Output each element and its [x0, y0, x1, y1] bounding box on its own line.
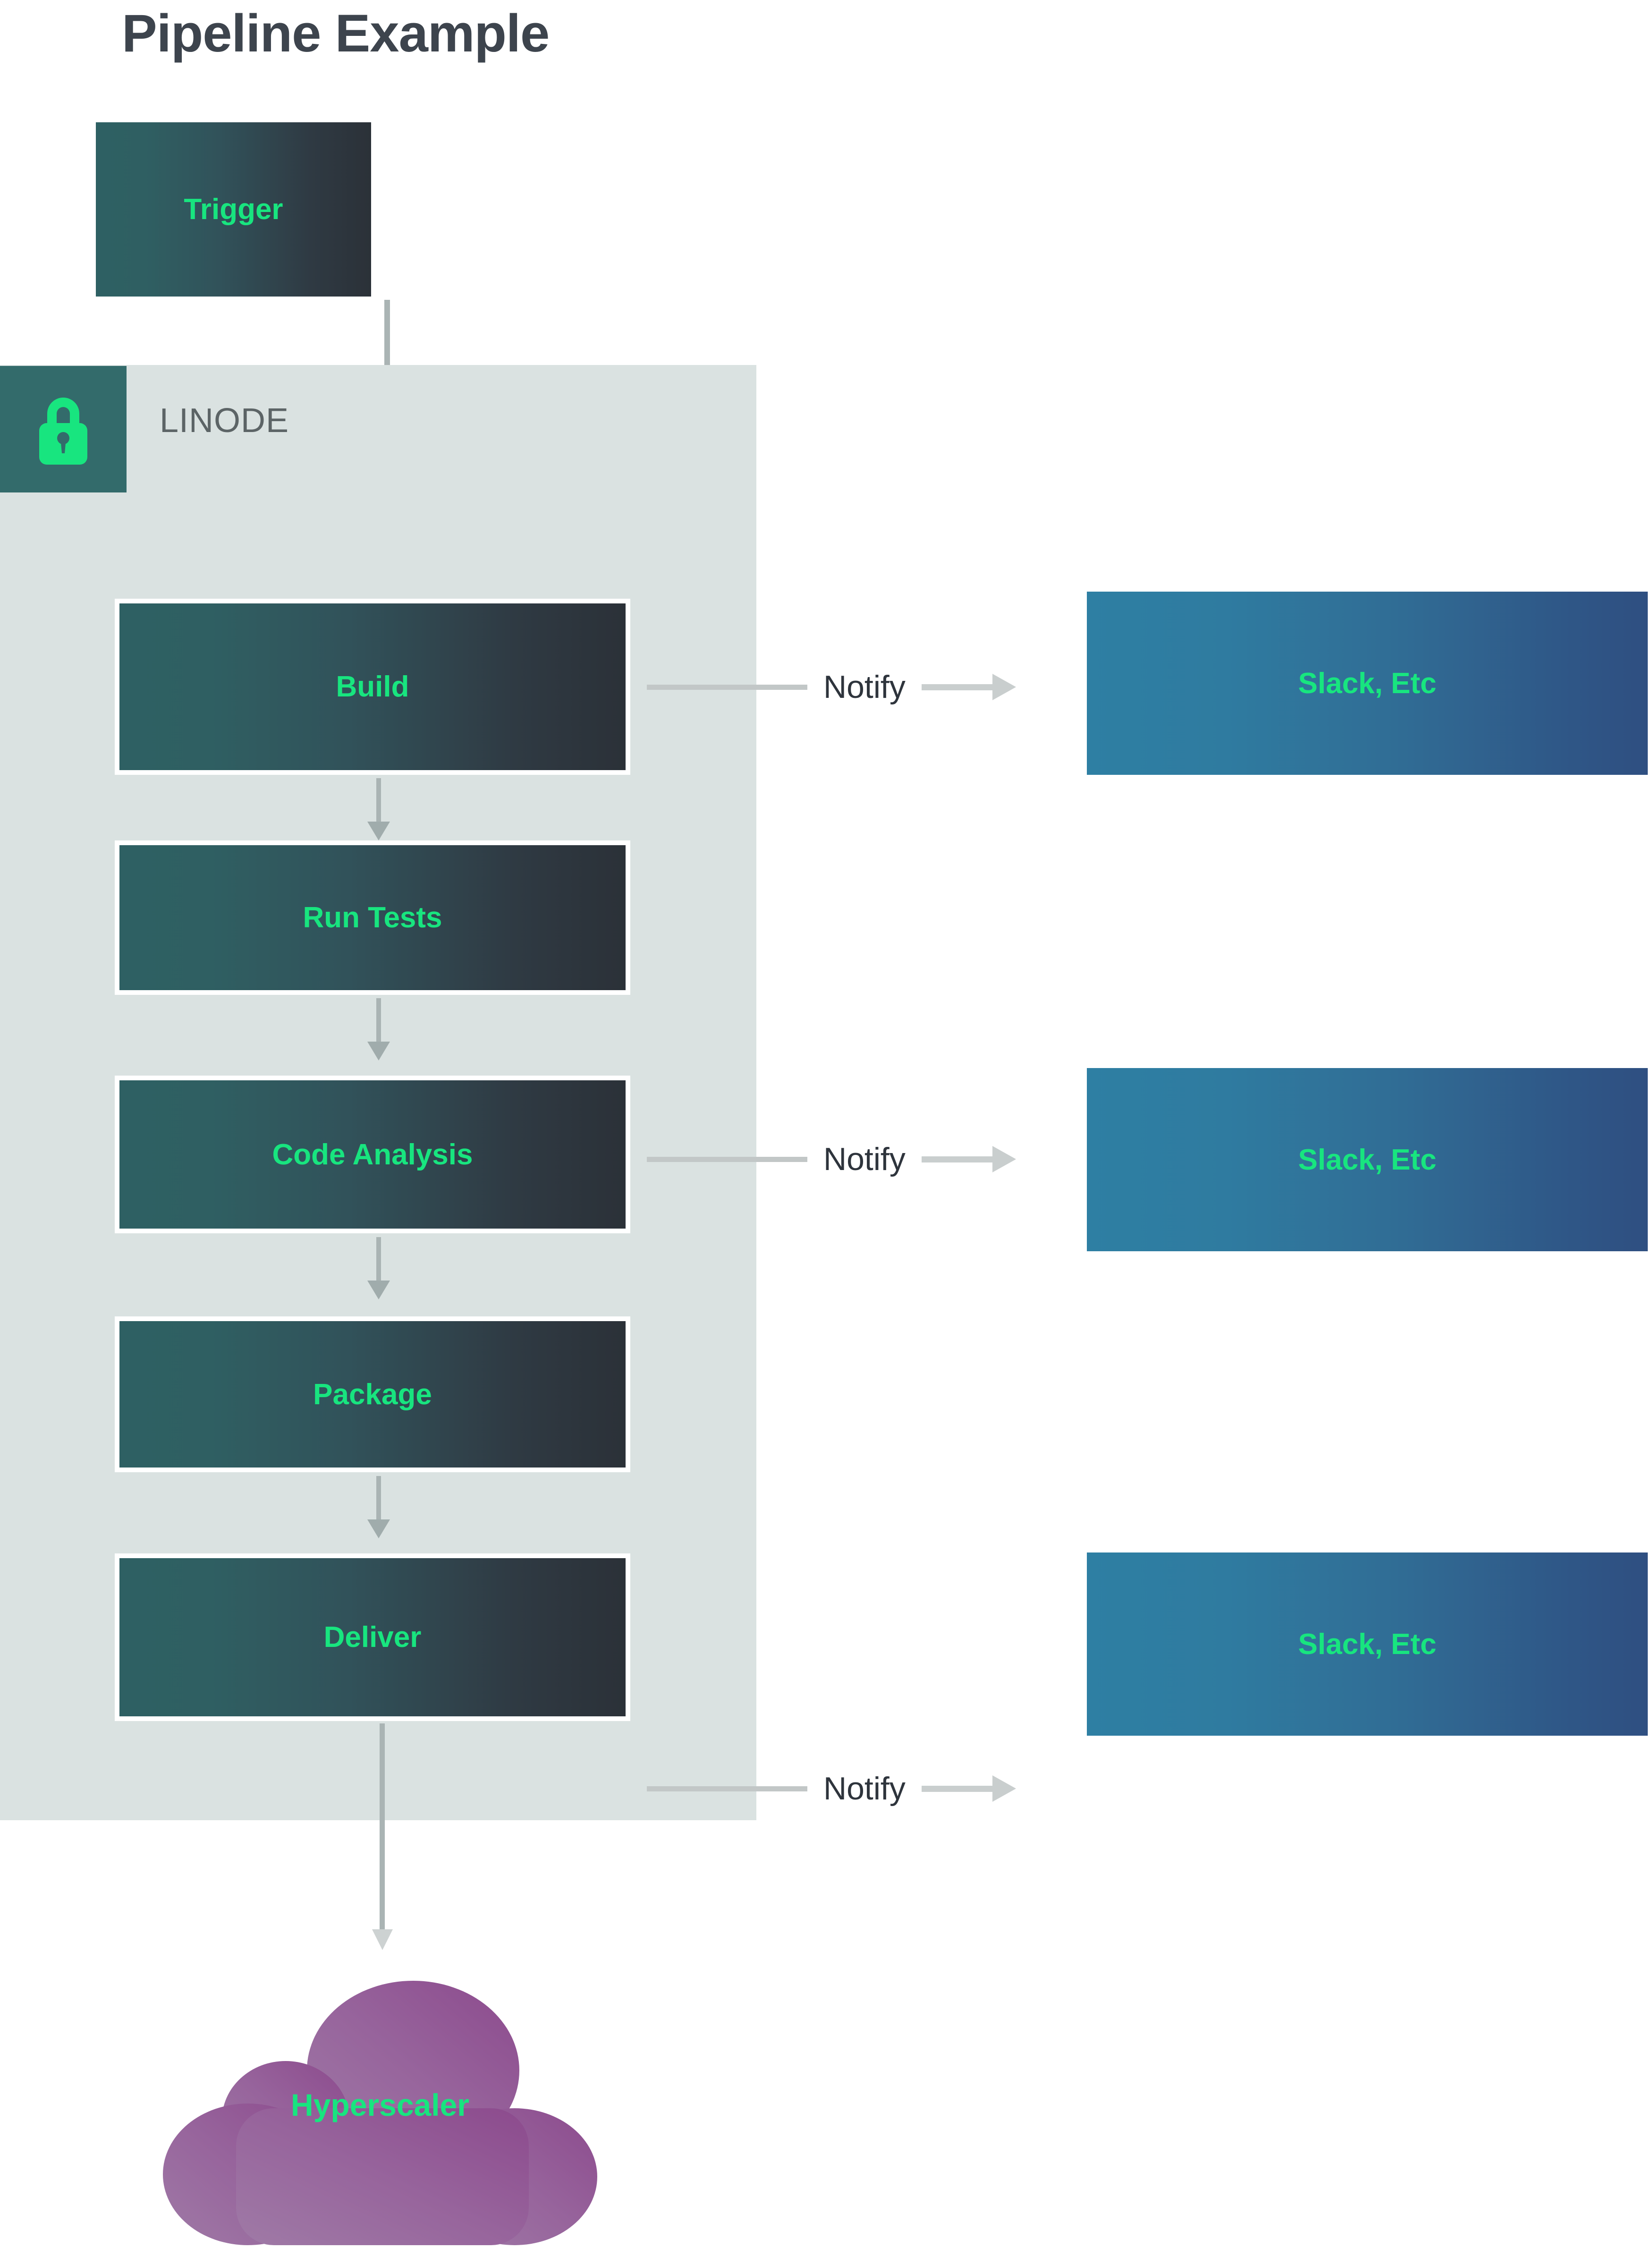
arrow-shaft: [376, 998, 381, 1042]
notify-arrow: [921, 1146, 1021, 1172]
notify-row-build: Notify: [647, 668, 1119, 706]
node-deliver[interactable]: Deliver: [115, 1553, 630, 1721]
arrow-shaft: [376, 1476, 381, 1519]
node-code-analysis-label: Code Analysis: [272, 1138, 473, 1171]
arrow-shaft: [921, 1785, 992, 1792]
lock-icon: [39, 398, 87, 465]
node-run-tests-label: Run Tests: [303, 901, 442, 934]
arrow-shaft: [376, 778, 381, 822]
arrow-head-icon: [992, 674, 1016, 700]
hyperscaler-label: Hyperscaler: [291, 2087, 469, 2122]
arrow-build-to-run-tests: [367, 778, 390, 840]
node-slack-1[interactable]: Slack, Etc: [1087, 592, 1648, 775]
arrow-head-icon: [992, 1146, 1016, 1172]
arrow-shaft: [376, 1237, 381, 1281]
node-package[interactable]: Package: [115, 1316, 630, 1472]
arrow-head-icon: [367, 1042, 390, 1060]
notify-line: [647, 1156, 807, 1162]
arrow-shaft: [921, 684, 992, 690]
arrow-head-icon: [367, 1281, 390, 1299]
linode-label: LINODE: [160, 402, 289, 440]
arrow-code-analysis-to-package: [367, 1237, 390, 1299]
arrow-shaft: [380, 1723, 385, 1929]
node-deliver-label: Deliver: [323, 1621, 422, 1654]
arrow-head-icon: [372, 1929, 393, 1950]
arrow-head-icon: [992, 1775, 1016, 1802]
node-run-tests[interactable]: Run Tests: [115, 840, 630, 995]
node-build-label: Build: [336, 670, 409, 703]
node-slack-2-label: Slack, Etc: [1298, 1143, 1437, 1176]
notify-arrow: [921, 674, 1021, 700]
notify-label: Notify: [823, 1771, 906, 1807]
notify-arrow: [921, 1775, 1021, 1802]
node-trigger-label: Trigger: [184, 193, 283, 226]
arrow-deliver-to-hyperscaler: [372, 1723, 393, 1950]
node-slack-2[interactable]: Slack, Etc: [1087, 1068, 1648, 1251]
hyperscaler-cloud-icon[interactable]: [142, 1952, 618, 2245]
node-slack-1-label: Slack, Etc: [1298, 667, 1437, 700]
node-package-label: Package: [313, 1378, 432, 1411]
node-build[interactable]: Build: [115, 599, 630, 775]
node-code-analysis[interactable]: Code Analysis: [115, 1076, 630, 1233]
arrow-run-tests-to-code-analysis: [367, 998, 390, 1060]
page-title: Pipeline Example: [122, 4, 550, 63]
notify-label: Notify: [823, 1141, 906, 1177]
arrow-head-icon: [367, 822, 390, 840]
notify-line: [647, 1786, 807, 1791]
arrow-head-icon: [367, 1519, 390, 1538]
notify-line: [647, 684, 807, 690]
notify-label: Notify: [823, 669, 906, 705]
notify-row-code-analysis: Notify: [647, 1140, 1119, 1178]
node-slack-3[interactable]: Slack, Etc: [1087, 1552, 1648, 1736]
lock-badge: [0, 366, 127, 492]
node-trigger[interactable]: Trigger: [96, 122, 371, 297]
arrow-package-to-deliver: [367, 1476, 390, 1538]
arrow-shaft: [921, 1156, 992, 1162]
notify-row-deliver: Notify: [647, 1770, 1119, 1807]
node-slack-3-label: Slack, Etc: [1298, 1628, 1437, 1661]
